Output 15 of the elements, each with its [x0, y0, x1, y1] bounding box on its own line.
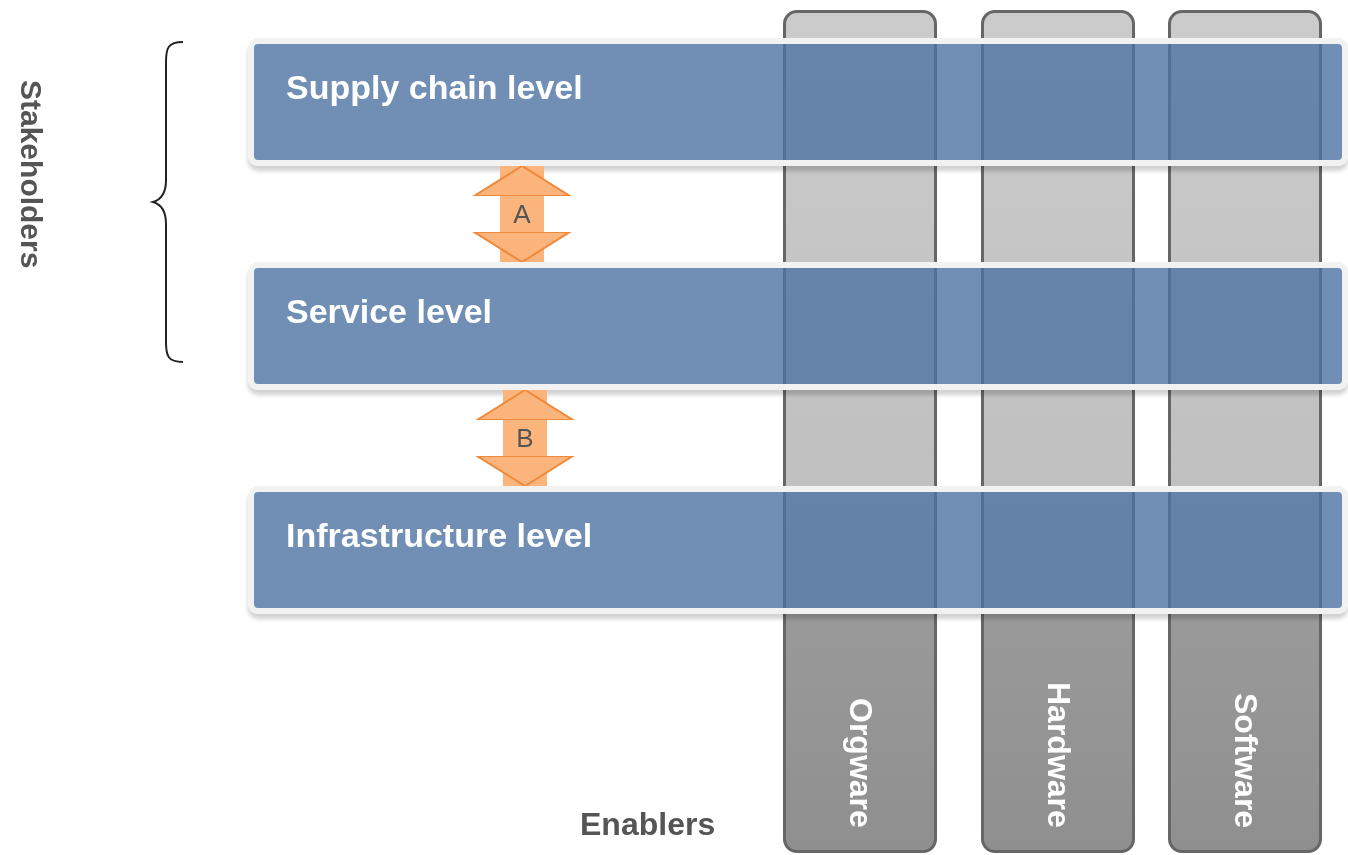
edge-label: B — [516, 422, 534, 454]
double-arrow — [476, 389, 574, 487]
axis-title: Stakeholders — [14, 80, 48, 269]
level-label: Infrastructure level — [286, 516, 593, 555]
enabler-label: Hardware — [1039, 682, 1077, 828]
level-band — [248, 486, 1348, 614]
enabler-label: Orgware — [841, 698, 879, 828]
edge-label: A — [513, 198, 531, 230]
level-label: Service level — [286, 292, 493, 331]
axis-title: Enablers — [580, 806, 716, 843]
level-label: Supply chain level — [286, 68, 583, 107]
level-band — [248, 38, 1348, 166]
enabler-label: Software — [1226, 692, 1264, 828]
double-arrow — [473, 165, 571, 263]
level-band — [248, 262, 1348, 390]
